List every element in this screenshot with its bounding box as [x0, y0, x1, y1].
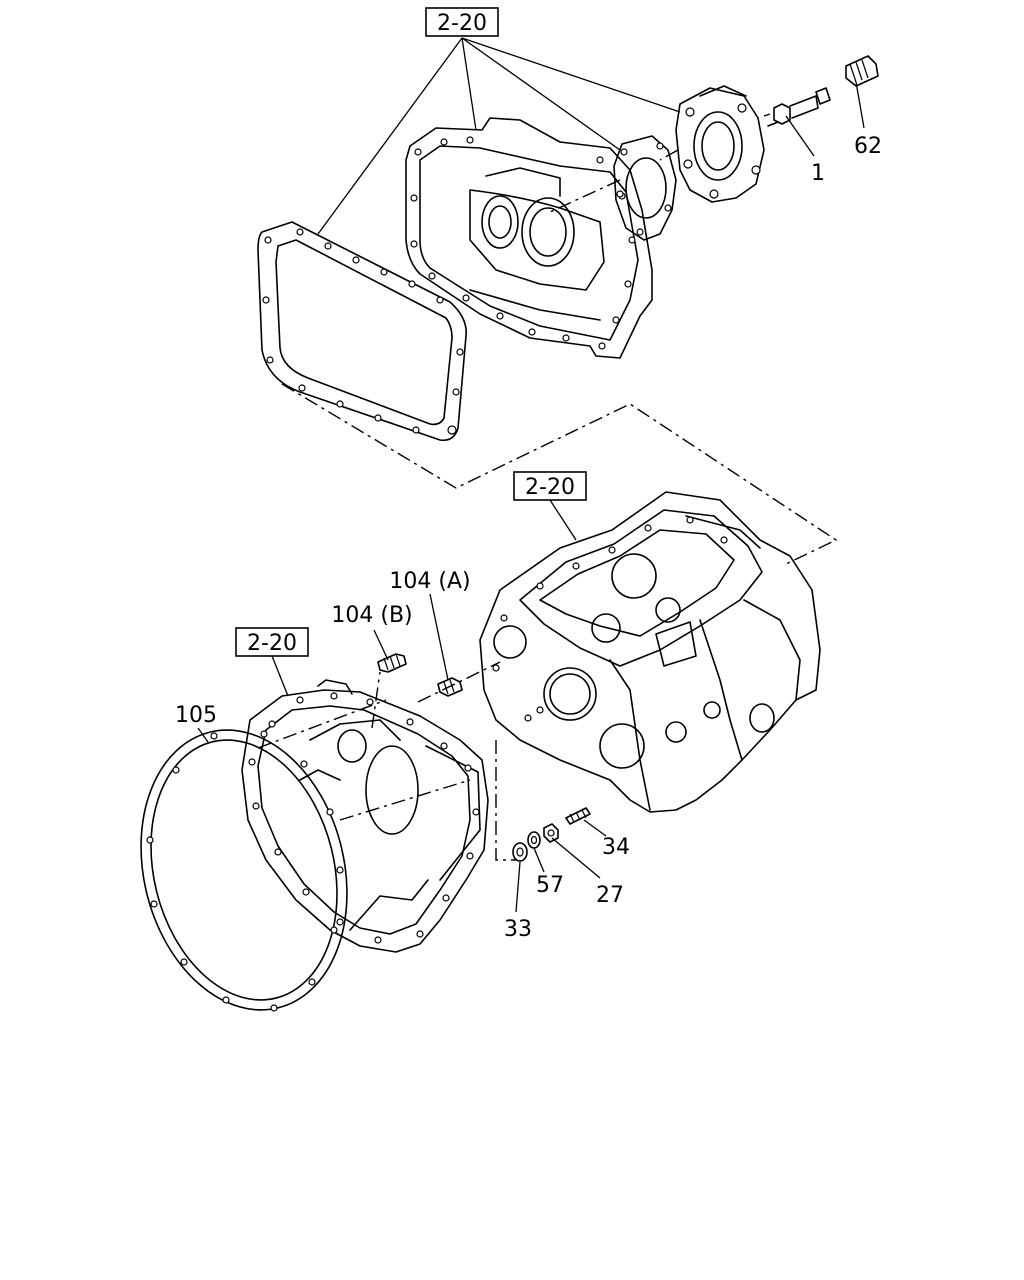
part-label-57: 57: [536, 873, 564, 898]
ref-box-left[interactable]: 2-20: [235, 627, 309, 657]
clutch-housing: [241, 679, 489, 953]
part-label-34: 34: [602, 835, 630, 860]
part-34-stud: [565, 807, 591, 825]
part-105-gasket: [140, 729, 348, 1012]
part-label-104a: 104 (A): [389, 569, 470, 594]
part-33-washer: [512, 842, 528, 862]
ref-box-top[interactable]: 2-20: [425, 7, 499, 37]
ref-label-top: 2-20: [437, 11, 487, 36]
ref-box-middle[interactable]: 2-20: [513, 471, 587, 501]
front-cover-housing: [405, 117, 653, 359]
top-gasket-plate: [257, 221, 467, 442]
ref-label-middle: 2-20: [525, 475, 575, 500]
part-104b-bolt: [377, 653, 407, 673]
part-label-104b: 104 (B): [331, 603, 412, 628]
part-1-shaft: [767, 87, 831, 127]
part-label-105: 105: [175, 703, 217, 728]
bearing-retainer-gasket: [613, 135, 677, 241]
part-label-33: 33: [504, 917, 532, 942]
bearing-retainer: [675, 85, 765, 203]
part-27-nut: [543, 823, 559, 843]
part-57-washer: [527, 831, 541, 849]
callout-leader-lines: [197, 37, 865, 913]
part-62-fitting: [845, 55, 879, 87]
part-label-62: 62: [854, 134, 882, 159]
part-label-27: 27: [596, 883, 624, 908]
ref-label-left: 2-20: [247, 631, 297, 656]
main-transmission-case: [479, 491, 821, 813]
part-label-1: 1: [811, 161, 825, 186]
assembly-alignment-lines: [257, 113, 838, 861]
